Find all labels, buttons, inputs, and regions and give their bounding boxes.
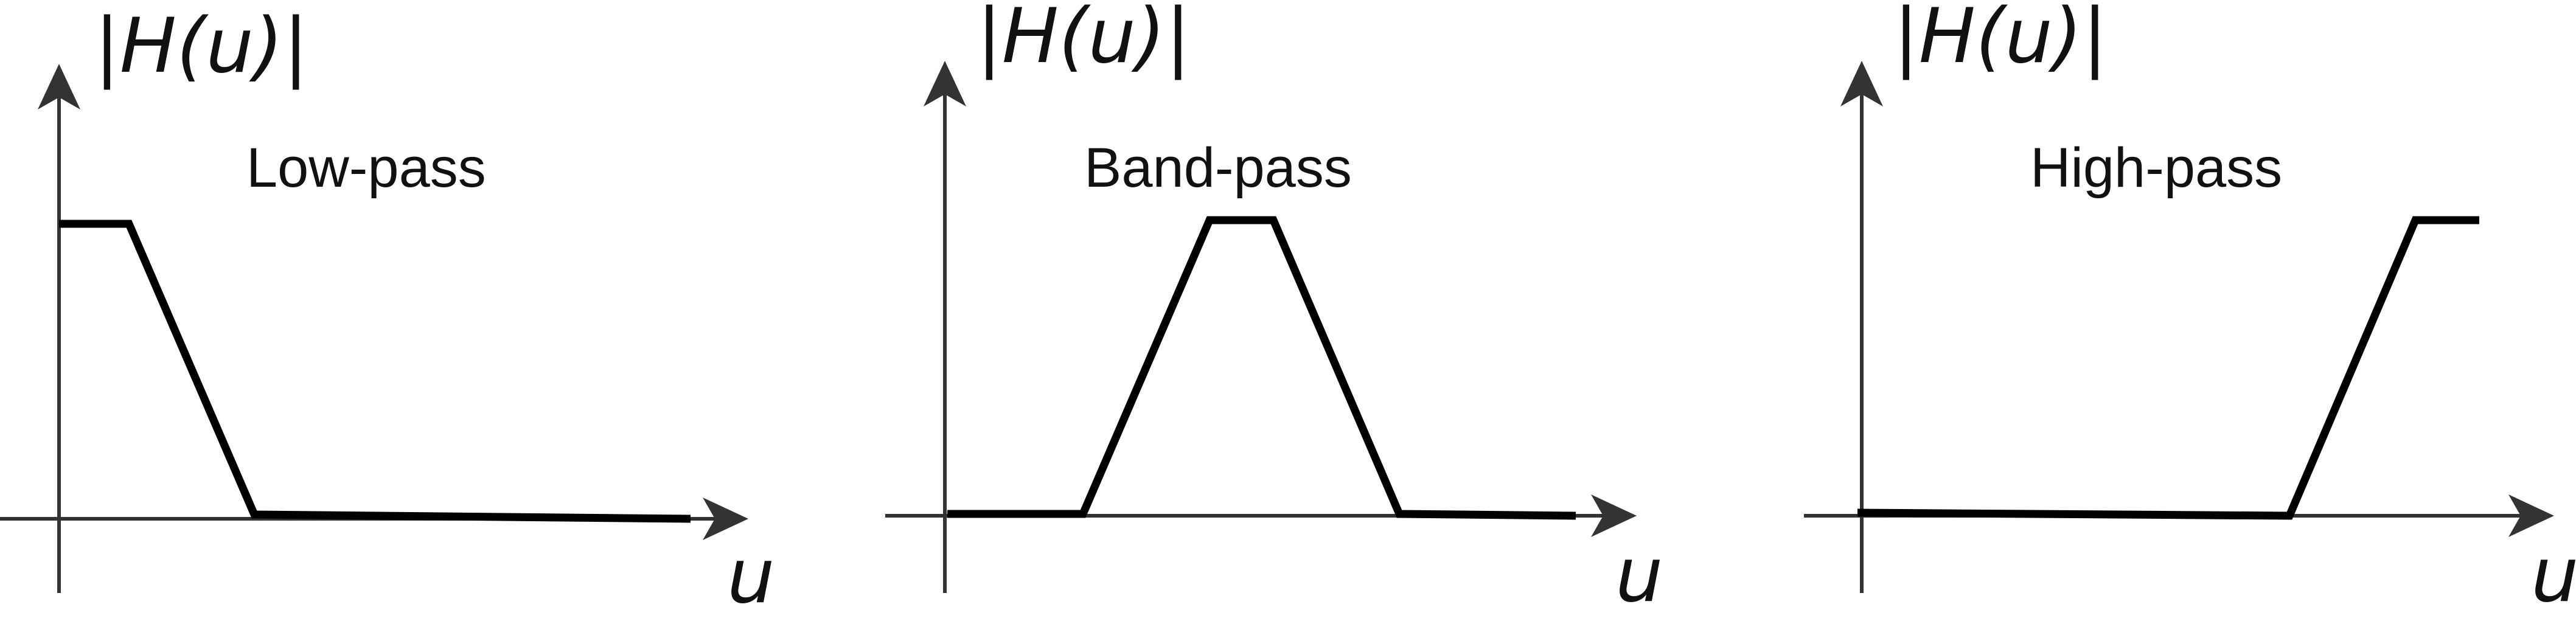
low-pass-response-curve: [59, 220, 691, 523]
band-pass-response-curve: [947, 216, 1576, 520]
low-pass-y-axis-arrow-icon: [38, 64, 80, 109]
low-pass-title: Low-pass: [246, 137, 486, 199]
high-pass-y-axis-arrow-icon: [1840, 61, 1883, 106]
low-pass-y-axis-label: |H(u)|: [94, 2, 308, 90]
high-pass-panel: |H(u)| High-pass u: [1804, 0, 2576, 619]
band-pass-y-axis-label: |H(u)|: [976, 0, 1191, 80]
high-pass-title: High-pass: [2030, 137, 2282, 199]
high-pass-x-axis-label: u: [2531, 532, 2576, 619]
band-pass-title: Band-pass: [1084, 137, 1352, 199]
band-pass-x-axis-label: u: [1615, 532, 1663, 619]
band-pass-x-axis-arrow-icon: [1591, 494, 1637, 537]
band-pass-y-axis-arrow-icon: [924, 61, 966, 106]
high-pass-response-curve: [1857, 216, 2479, 520]
high-pass-y-axis-label: |H(u)|: [1893, 0, 2108, 80]
low-pass-panel: |H(u)| Low-pass u: [0, 2, 775, 620]
low-pass-x-axis-arrow-icon: [703, 497, 748, 540]
band-pass-panel: |H(u)| Band-pass u: [885, 0, 1663, 619]
high-pass-x-axis-arrow-icon: [2508, 494, 2554, 537]
low-pass-x-axis-label: u: [727, 533, 775, 620]
